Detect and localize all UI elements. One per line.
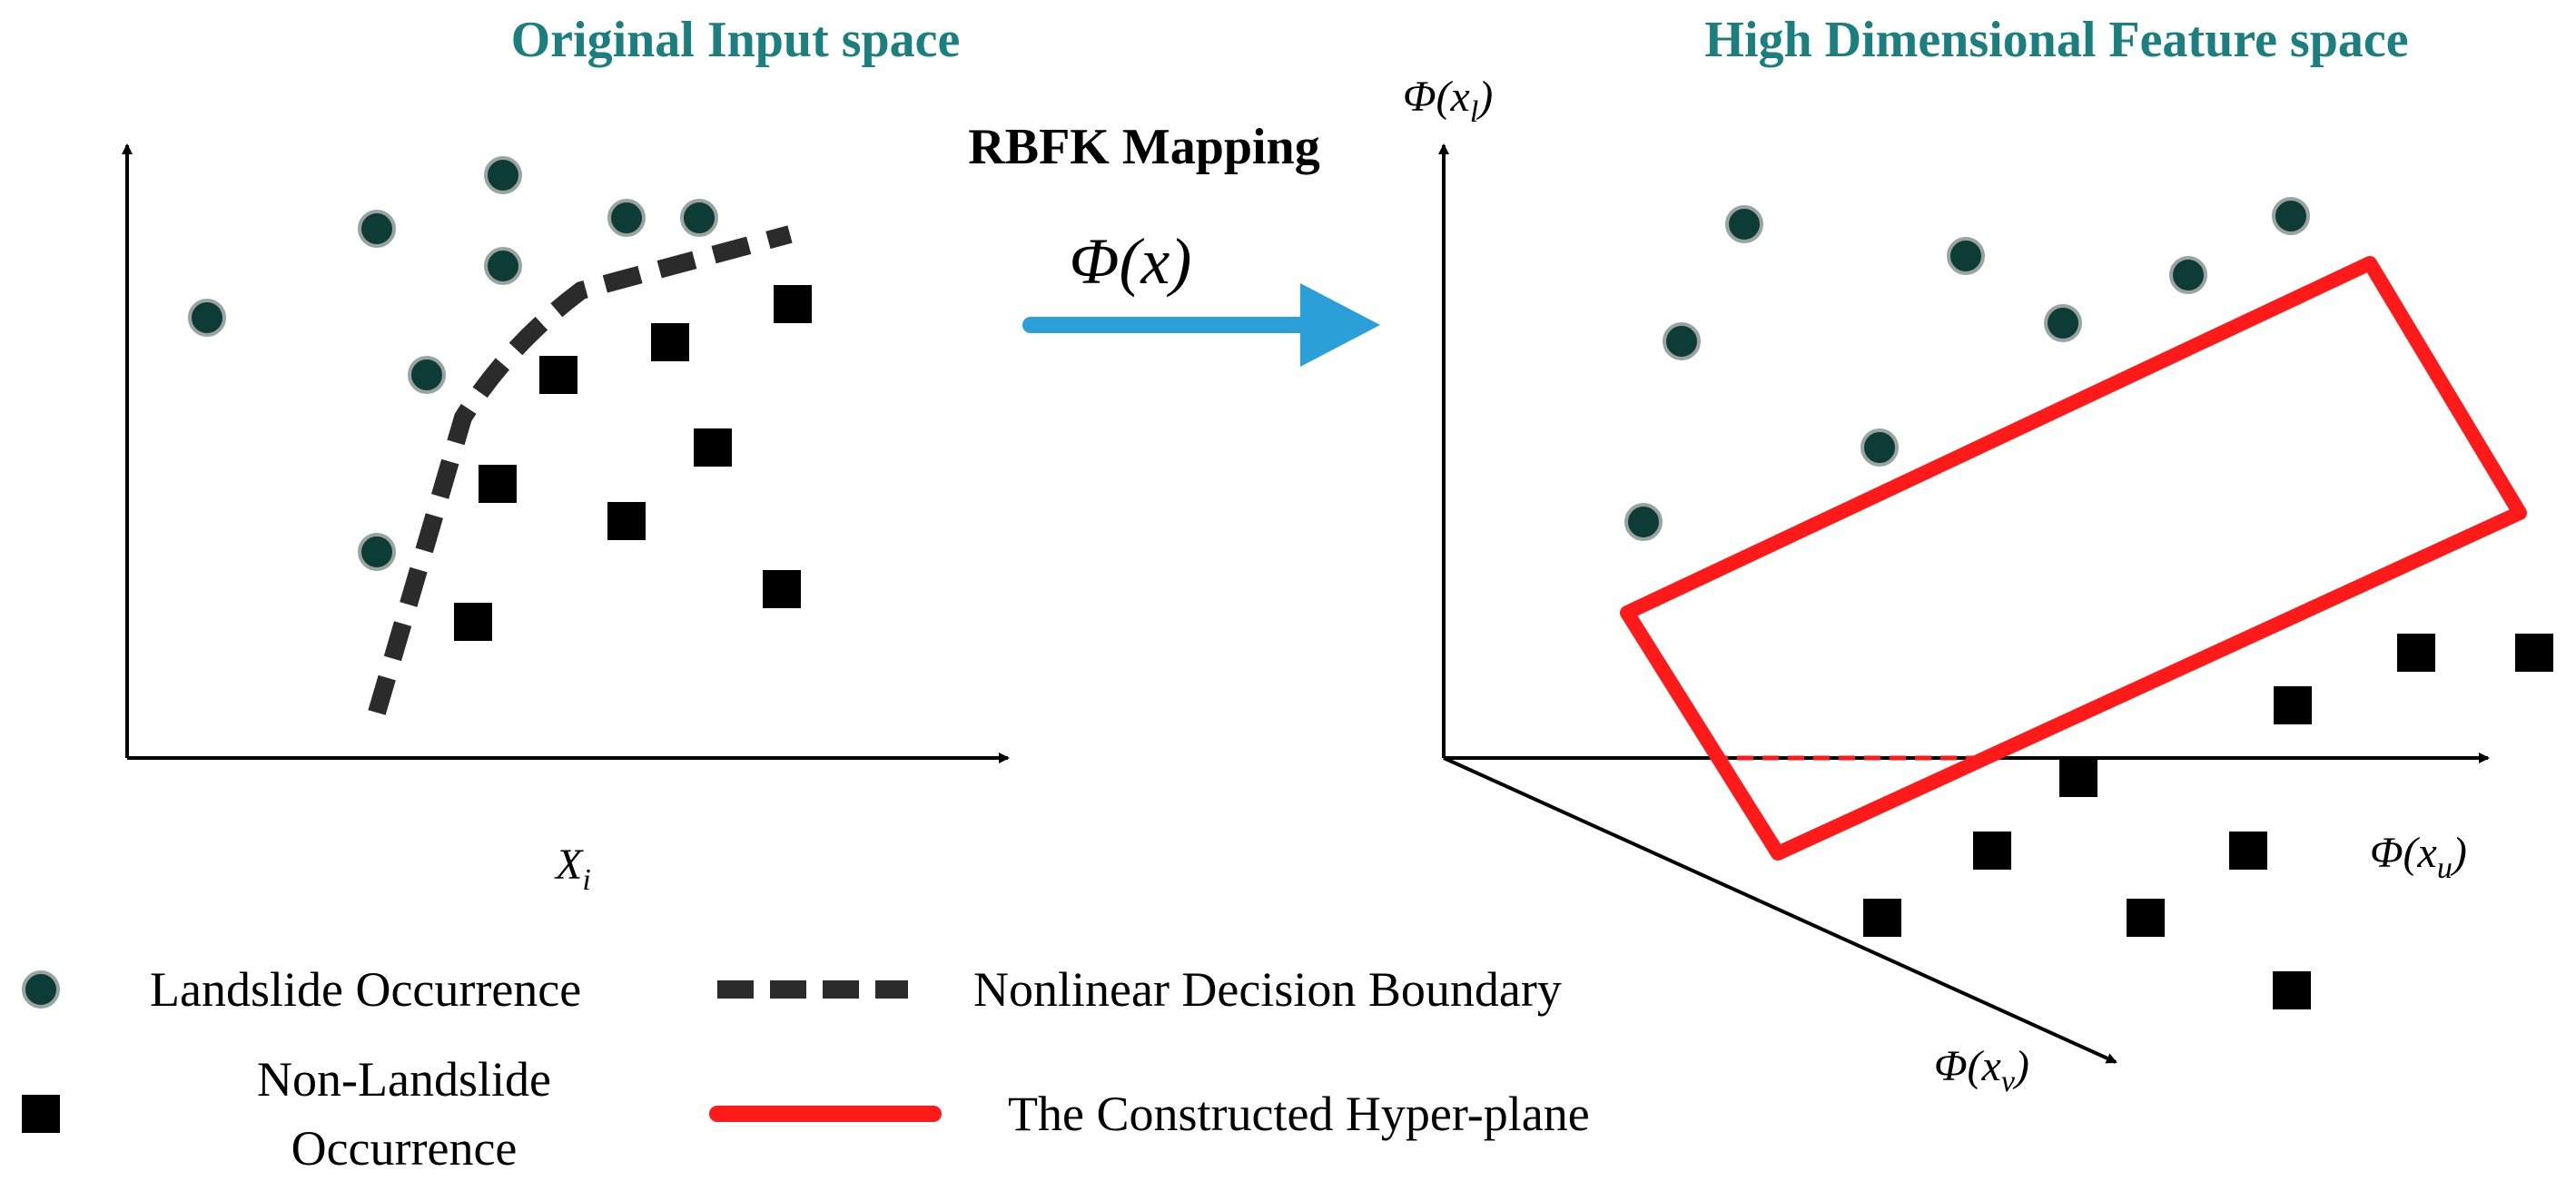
left-landslide-points (188, 156, 718, 571)
non-landslide-point (2273, 971, 2311, 1009)
landslide-point (2169, 256, 2207, 294)
non-landslide-point (1863, 899, 1901, 937)
non-landslide-point (539, 356, 577, 394)
non-landslide-point (774, 285, 812, 323)
non-landslide-point (1973, 832, 2011, 870)
right-panel-title: High Dimensional Feature space (1704, 12, 2408, 68)
legend-hyperplane-label: The Constructed Hyper-plane (1008, 1087, 1590, 1141)
landslide-point (1860, 428, 1899, 467)
left-panel-title: Original Input space (511, 12, 961, 68)
right-panel: Φ(xl) Φ(xu) Φ(xv) (1403, 73, 2553, 1098)
mapping-group: RBFK Mapping Φ(x) (968, 119, 1380, 367)
landslide-point (358, 533, 396, 571)
mapping-symbol: Φ(x) (1070, 225, 1192, 298)
non-landslide-point (763, 570, 801, 608)
landslide-point (1947, 237, 1985, 275)
right-l-axis-label: Φ(xl) (1403, 73, 1493, 129)
legend-landslide-icon (22, 970, 60, 1009)
right-v-axis-label: Φ(xv) (1934, 1042, 2029, 1098)
constructed-hyperplane (1620, 256, 2527, 861)
non-landslide-point (694, 428, 732, 467)
landslide-point (2272, 197, 2310, 235)
legend-non-landslide-label-line2: Occurrence (291, 1121, 518, 1176)
right-u-axis-label: Φ(xu) (2370, 829, 2467, 885)
non-landslide-point (2515, 634, 2553, 672)
non-landslide-point (2274, 686, 2312, 724)
landslide-point (1624, 503, 1663, 541)
non-landslide-point (651, 323, 689, 361)
landslide-point (1663, 322, 1701, 360)
legend-boundary-label: Nonlinear Decision Boundary (973, 962, 1562, 1017)
mapping-arrow-head (1300, 283, 1380, 367)
legend-non-landslide-label-line1: Non-Landslide (257, 1052, 551, 1107)
landslide-point (408, 356, 446, 394)
landslide-point (188, 299, 226, 337)
nonlinear-decision-boundary (368, 225, 793, 715)
right-landslide-points (1624, 197, 2310, 541)
left-panel: Xi (122, 143, 1010, 897)
non-landslide-point (2127, 899, 2165, 937)
left-x-axis-label: Xi (554, 841, 591, 897)
non-landslide-point (2229, 832, 2267, 870)
non-landslide-point (479, 465, 517, 503)
landslide-point (1725, 205, 1763, 243)
landslide-point (2044, 304, 2082, 342)
legend-non-landslide-icon (22, 1095, 60, 1133)
non-landslide-point (454, 603, 492, 641)
landslide-point (484, 247, 522, 285)
landslide-point (484, 156, 522, 194)
landslide-point (680, 199, 718, 237)
mapping-label: RBFK Mapping (968, 119, 1319, 175)
landslide-point (358, 210, 396, 248)
non-landslide-point (2397, 634, 2435, 672)
left-non-landslide-points (454, 285, 812, 641)
non-landslide-point (607, 502, 646, 540)
right-non-landslide-points (1863, 634, 2553, 1009)
non-landslide-point (2059, 759, 2097, 797)
legend: Landslide Occurrence Nonlinear Decision … (22, 962, 1590, 1176)
landslide-point (607, 199, 646, 237)
right-v-axis (1443, 756, 2117, 1064)
legend-landslide-label: Landslide Occurrence (150, 962, 581, 1017)
